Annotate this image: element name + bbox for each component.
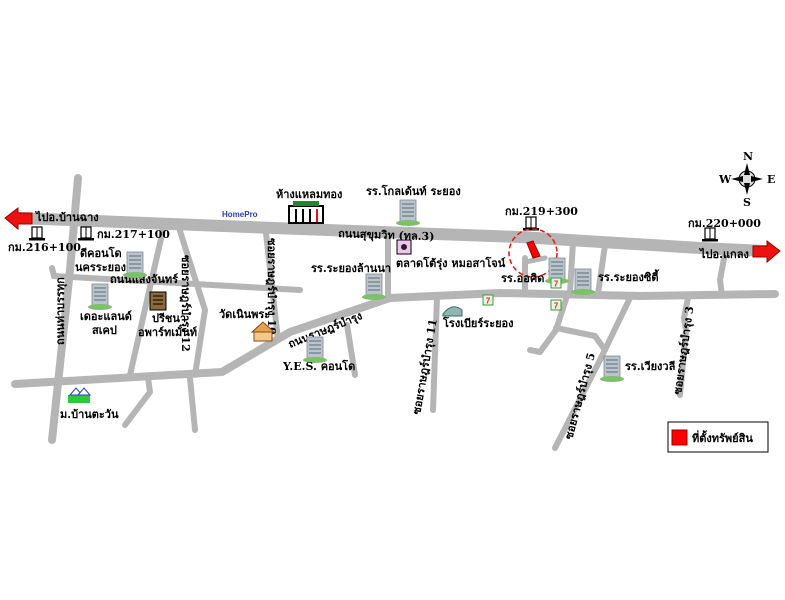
road-soi-i bbox=[527, 293, 570, 355]
label-soi-3: ซอยราษฎร์บำรุง 3 bbox=[671, 305, 697, 395]
label-d-condo-2: นครระยอง bbox=[75, 261, 126, 274]
seven-eleven-icon bbox=[482, 294, 494, 306]
road-soi-5 bbox=[552, 295, 633, 451]
legend-label: ที่ตั้งทรัพย์สิน bbox=[692, 430, 753, 445]
label-soi-12: ซอยราษฎร์บำรุง 12 bbox=[178, 255, 192, 352]
km-post-icon bbox=[28, 226, 46, 242]
road-soi-c bbox=[187, 375, 198, 433]
km-219: กม.219+300 bbox=[505, 205, 578, 218]
label-beer: โรงเบียร์ระยอง bbox=[442, 316, 514, 330]
label-golden-tulip: รร.โกลเด้นท์ ระยอง bbox=[366, 184, 461, 198]
label-soi-10: ซอยราษฎร์บำรุง 10 bbox=[264, 238, 278, 335]
label-the-land-2: สเคป bbox=[92, 324, 117, 337]
label-laem-thong: ห้างแหลมทอง bbox=[276, 188, 342, 201]
compass-icon: N S W E bbox=[718, 150, 775, 209]
condo-icon bbox=[87, 283, 113, 311]
road-sukhumvit bbox=[12, 212, 771, 257]
label-rayong-city: รร.ระยองซิตี้ bbox=[598, 269, 660, 284]
road-soi-g bbox=[567, 239, 576, 295]
compass-w: W bbox=[718, 173, 732, 186]
road-saeng-chan bbox=[49, 265, 303, 293]
km-217: กม.217+100 bbox=[97, 228, 170, 241]
department-store-icon bbox=[288, 201, 324, 224]
condo-icon bbox=[122, 251, 148, 279]
east-arrow-icon bbox=[752, 239, 781, 264]
road-network bbox=[11, 174, 779, 451]
hotel-icon bbox=[570, 268, 596, 296]
label-tha-banthuk: ถนนท่าบรรทุก bbox=[54, 277, 68, 345]
road-soi-a bbox=[127, 227, 166, 378]
village-icon bbox=[68, 387, 92, 403]
hotel-icon bbox=[361, 273, 387, 301]
label-ban-tawan: ม.บ้านตะวัน bbox=[60, 408, 119, 421]
road-soi-b bbox=[122, 375, 153, 428]
label-wat: วัดเนินพระ bbox=[219, 308, 270, 321]
hotel-icon bbox=[599, 355, 625, 383]
property-marker[interactable] bbox=[526, 240, 541, 259]
label-wiang-wali: รร.เวียงวลี bbox=[625, 360, 676, 373]
road-soi-3 bbox=[677, 295, 691, 398]
road-soi-k bbox=[717, 250, 728, 298]
label-market: ตลาดโต้รุ่ง หมอสาโจน์ bbox=[396, 256, 506, 271]
km-post-icon bbox=[77, 226, 95, 242]
brewery-icon bbox=[442, 306, 463, 317]
seven-eleven-icon bbox=[550, 277, 562, 289]
label-yes-condo: Y.E.S. คอนโด bbox=[282, 359, 355, 373]
west-arrow-icon bbox=[4, 206, 33, 231]
compass-s: S bbox=[743, 196, 751, 209]
property-highlight-circle bbox=[508, 228, 558, 278]
direction-west: ไปอ.บ้านฉาง bbox=[34, 210, 99, 224]
road-soi-12 bbox=[177, 228, 208, 378]
seven-eleven-icon bbox=[550, 299, 562, 311]
road-soi-10 bbox=[263, 230, 281, 343]
compass-e: E bbox=[767, 173, 775, 186]
homepro-logo: HomePro bbox=[222, 210, 258, 219]
road-soi-11 bbox=[430, 294, 440, 413]
direction-east: ไปอ.แกลง bbox=[698, 247, 749, 261]
km-220: กม.220+000 bbox=[688, 217, 761, 230]
legend-swatch bbox=[671, 429, 688, 446]
km-post-icon bbox=[701, 227, 719, 243]
apartment-icon bbox=[149, 291, 167, 311]
label-soi-5: ซอยราษฎร์บำรุง 5 bbox=[562, 351, 599, 441]
road-soi-h bbox=[595, 242, 608, 297]
km-216: กม.216+100 bbox=[8, 241, 81, 254]
km-post-icon bbox=[522, 216, 540, 232]
label-orchid: รร.ออคิด bbox=[501, 272, 544, 285]
label-d-condo-1: ดีคอนโด bbox=[80, 246, 122, 260]
hotel-icon bbox=[395, 199, 421, 227]
road-soi-d bbox=[344, 322, 358, 378]
compass-n: N bbox=[743, 150, 753, 163]
legend: ที่ตั้งทรัพย์สิน bbox=[667, 421, 769, 453]
market-icon bbox=[396, 239, 412, 255]
road-soi-j bbox=[553, 325, 608, 353]
label-the-land-1: เดอะแลนด์ bbox=[80, 310, 132, 323]
temple-icon bbox=[250, 321, 276, 342]
label-rayong-lanna: รร.ระยองล้านนา bbox=[311, 262, 391, 275]
label-preechana-2: อพาร์ทเม้นท์ bbox=[138, 326, 197, 339]
label-preechana-1: ปรีชนา bbox=[152, 312, 186, 325]
road-soi-orchid bbox=[522, 255, 548, 265]
